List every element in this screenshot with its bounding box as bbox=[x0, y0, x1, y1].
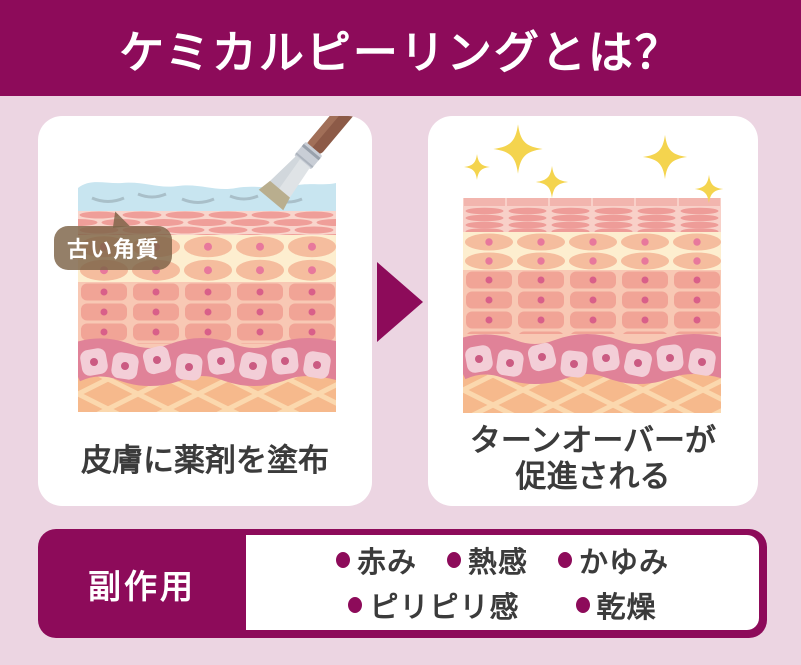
speech-bubble: 古い角質 bbox=[54, 210, 173, 270]
side-effect-item: ピリピリ感 bbox=[348, 584, 519, 626]
side-effect-item: かゆみ bbox=[558, 539, 669, 581]
skin-diagram-after bbox=[463, 198, 721, 413]
page-title: ケミカルピーリングとは？ bbox=[119, 26, 682, 78]
side-effect-item: 熱感 bbox=[446, 539, 528, 581]
after-card: ターンオーバーが 促進される bbox=[428, 116, 758, 506]
side-effect-text: 乾燥 bbox=[596, 592, 657, 624]
arrow-right-icon bbox=[377, 262, 423, 342]
side-effect-text: 赤み bbox=[356, 547, 417, 579]
before-card: 古い角質 皮膚に薬剤を塗布 bbox=[38, 116, 372, 506]
bullet-icon bbox=[558, 552, 572, 568]
side-effect-item: 赤み bbox=[335, 539, 417, 581]
before-caption: 皮膚に薬剤を塗布 bbox=[81, 443, 329, 478]
side-effect-item: 乾燥 bbox=[575, 584, 657, 626]
after-caption-line1: ターンオーバーが bbox=[469, 422, 717, 458]
speech-bubble-label: 古い角質 bbox=[67, 237, 160, 262]
side-effects-bar: 副作用 赤み 熱感 かゆみ ピリピリ感 bbox=[38, 529, 767, 638]
bullet-icon bbox=[446, 552, 461, 568]
after-caption-line2: 促進される bbox=[515, 459, 671, 495]
bullet-icon bbox=[348, 597, 363, 613]
bullet-icon bbox=[335, 552, 350, 568]
after-caption: ターンオーバーが 促進される bbox=[428, 423, 758, 496]
side-effects-row-1: 赤み 熱感 かゆみ bbox=[246, 539, 759, 581]
side-effects-panel: 赤み 熱感 かゆみ ピリピリ感 乾燥 bbox=[246, 535, 759, 630]
side-effect-text: ピリピリ感 bbox=[369, 592, 520, 624]
skin-diagram-before bbox=[78, 182, 336, 412]
side-effects-label: 副作用 bbox=[88, 567, 196, 605]
side-effect-text: 熱感 bbox=[467, 547, 528, 579]
speech-bubble-tail bbox=[111, 210, 130, 228]
side-effects-row-2: ピリピリ感 乾燥 bbox=[246, 584, 759, 626]
bullet-icon bbox=[575, 597, 590, 613]
side-effect-text: かゆみ bbox=[579, 547, 670, 579]
header-banner: ケミカルピーリングとは？ bbox=[0, 0, 801, 96]
